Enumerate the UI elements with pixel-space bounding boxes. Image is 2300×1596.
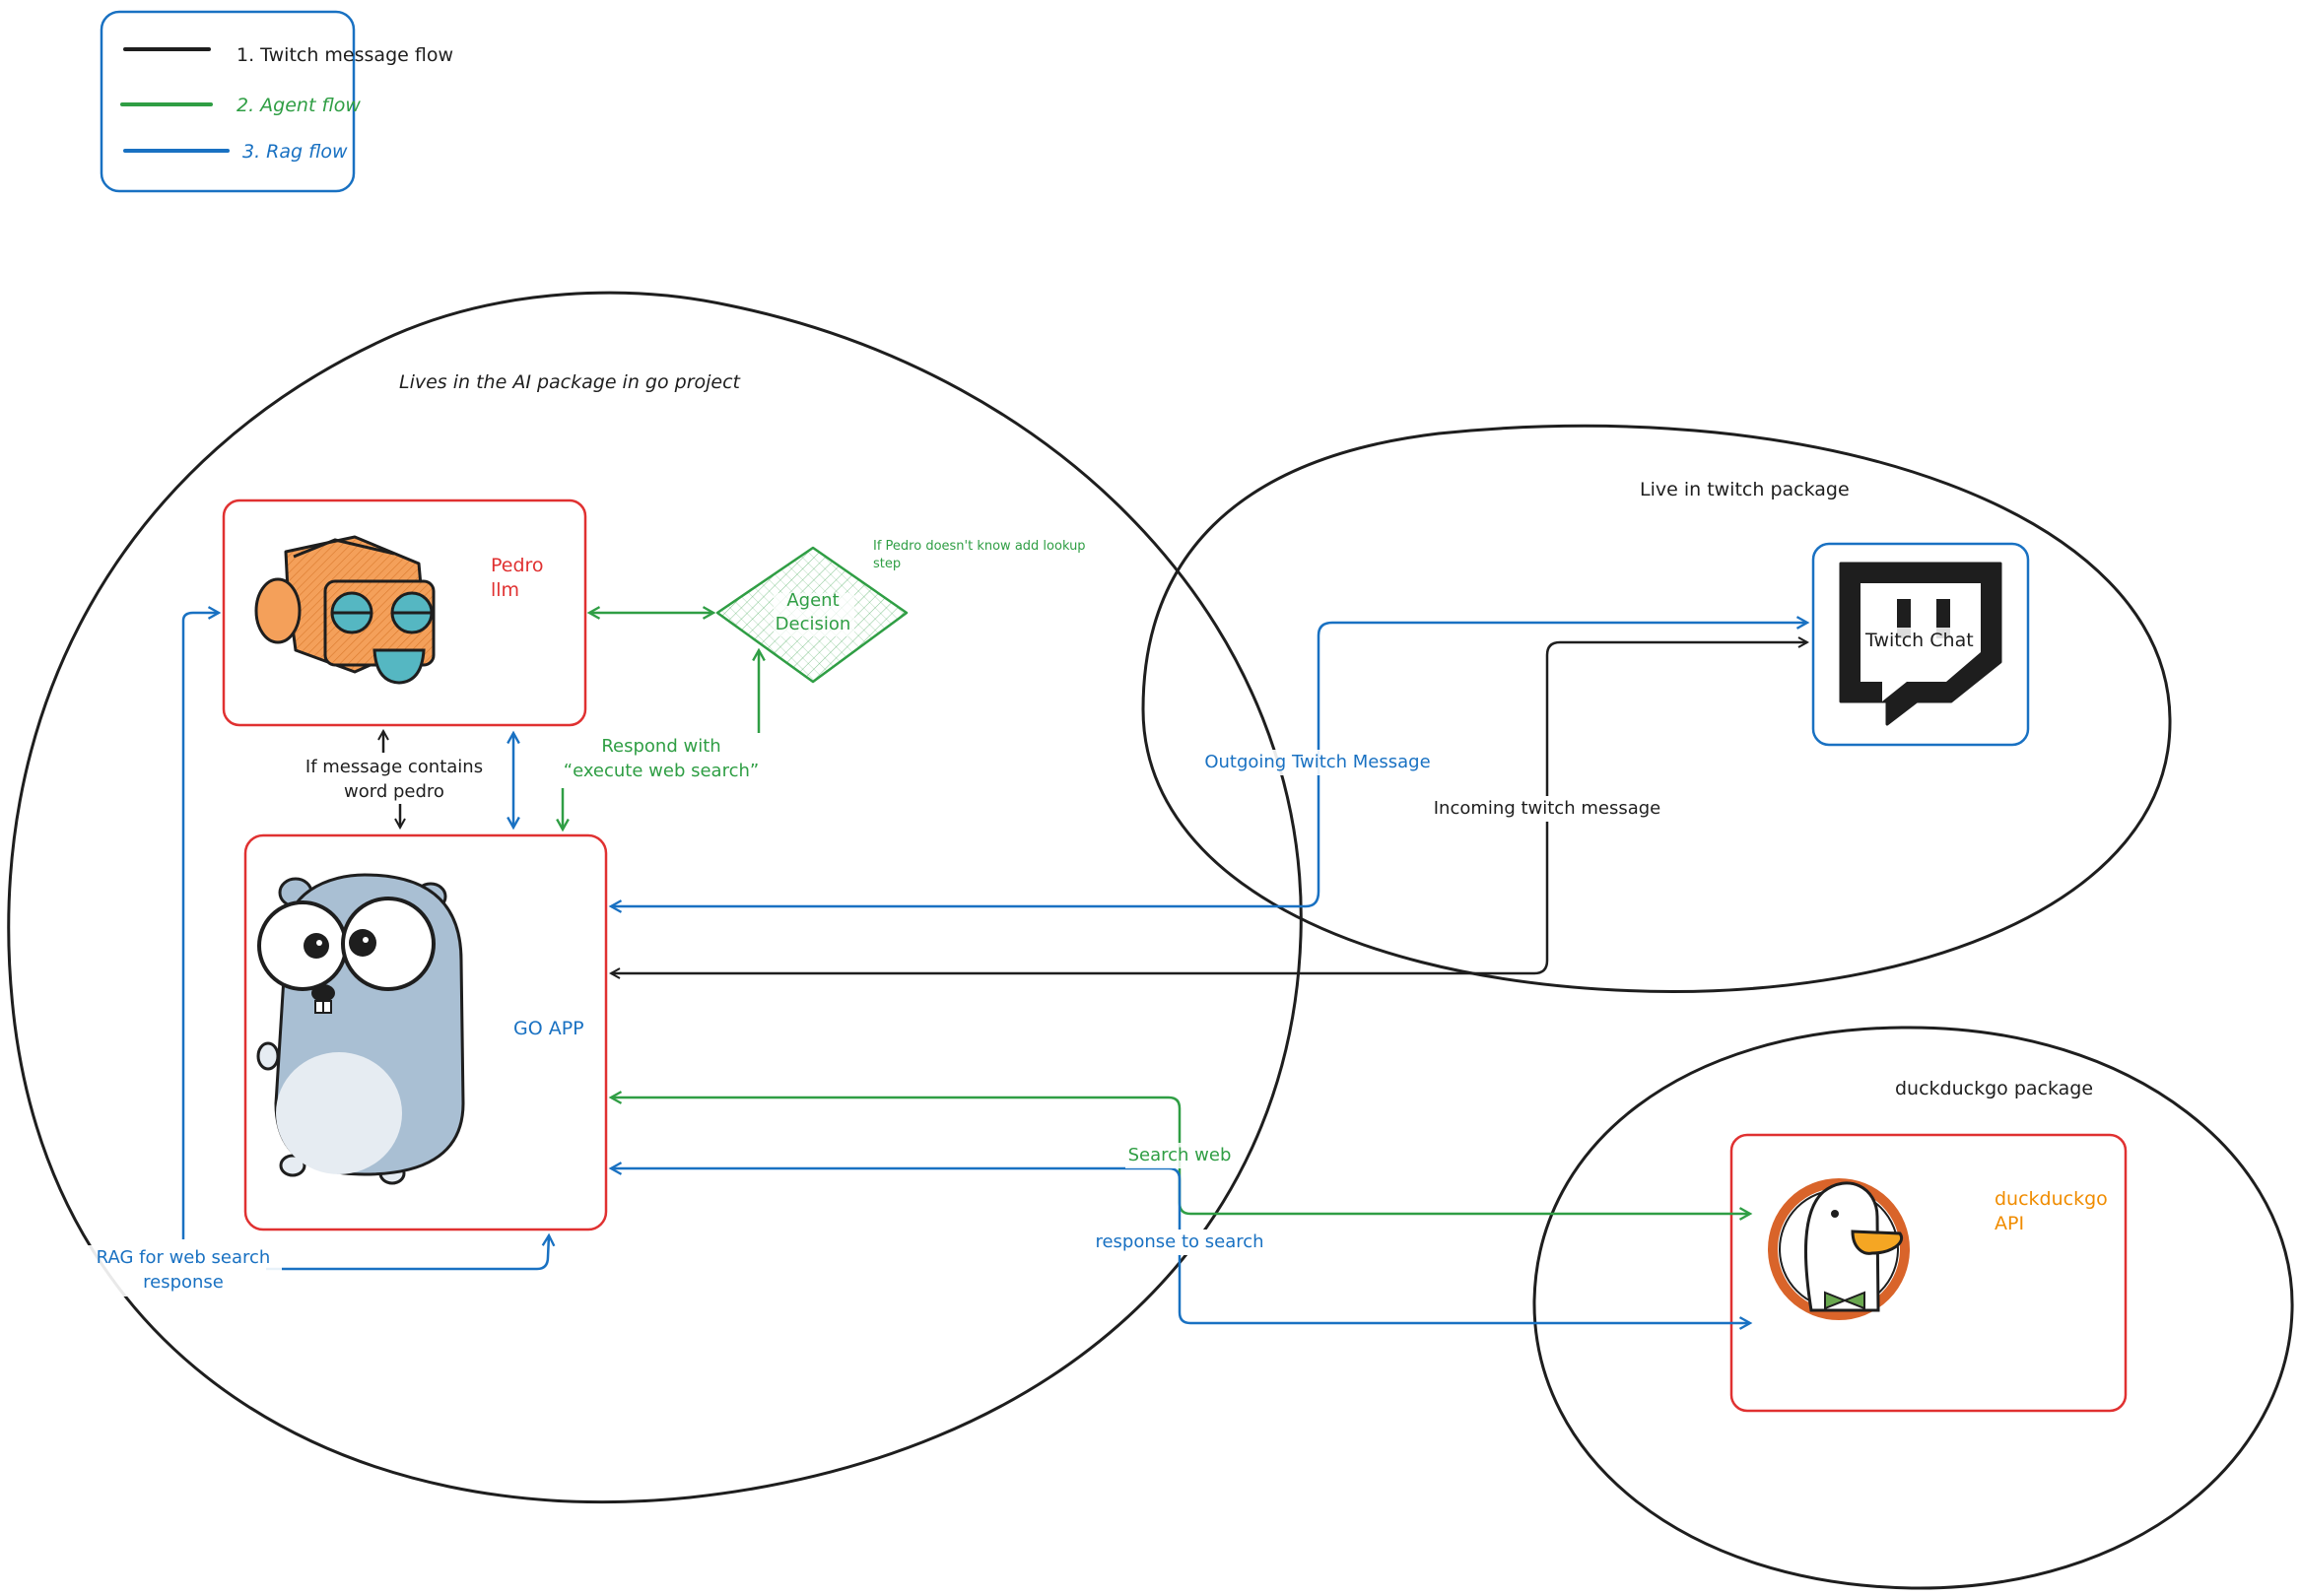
- duckduckgo-label-line2: API: [1995, 1213, 2024, 1234]
- duckduckgo-package-label: duckduckgo package: [1895, 1078, 2093, 1099]
- twitch-package-label: Live in twitch package: [1640, 479, 1850, 500]
- robot-icon: [254, 535, 436, 685]
- pedro-llm-frame: [222, 499, 587, 727]
- legend-frame: [100, 10, 356, 193]
- label-incoming-twitch: Incoming twitch message: [1434, 798, 1660, 819]
- agent-note-line1: If Pedro doesn't know add lookup: [873, 539, 1086, 554]
- label-if-message-line1: If message contains: [305, 757, 483, 777]
- go-app-frame: [243, 833, 608, 1231]
- arrow-rag-to-pedro: [181, 613, 219, 1239]
- label-if-message-line2: word pedro: [344, 781, 444, 802]
- region-duckduckgo-package: duckduckgo package: [1532, 1026, 2294, 1590]
- label-outgoing-twitch: Outgoing Twitch Message: [1204, 752, 1430, 772]
- duckduckgo-package-boundary: [1532, 1026, 2294, 1590]
- twitch-chat-label: Twitch Chat: [1864, 630, 1974, 651]
- duckduckgo-label-line1: duckduckgo: [1995, 1188, 2108, 1210]
- region-ai-package: Lives in the AI package in go project: [7, 291, 1303, 1504]
- label-respond-with-line1: Respond with: [601, 736, 720, 757]
- label-rag-line2: response: [143, 1272, 224, 1293]
- pedro-llm-node: Pedro llm: [222, 499, 587, 727]
- agent-note-line2: step: [873, 557, 901, 571]
- go-app-node: GO APP: [243, 833, 608, 1231]
- agent-decision-label-line1: Agent: [786, 590, 839, 611]
- agent-decision-node: Agent Decision If Pedro doesn't know add…: [715, 539, 1086, 684]
- legend-label-rag: 3. Rag flow: [242, 141, 348, 163]
- ai-package-boundary: [7, 291, 1303, 1504]
- ai-package-label: Lives in the AI package in go project: [399, 371, 742, 393]
- label-respond-with-line2: “execute web search”: [564, 761, 759, 781]
- legend-label-twitch: 1. Twitch message flow: [237, 44, 453, 66]
- go-app-label: GO APP: [513, 1018, 584, 1039]
- label-search-web: Search web: [1128, 1145, 1232, 1165]
- duckduckgo-node: duckduckgo API: [1729, 1133, 2128, 1413]
- pedro-llm-label-line2: llm: [491, 579, 519, 601]
- duckduckgo-logo-icon: [1768, 1178, 1910, 1320]
- twitch-chat-frame: [1811, 542, 2030, 747]
- twitch-chat-node: Twitch Chat: [1811, 542, 2030, 747]
- pedro-llm-label-line1: Pedro: [491, 555, 544, 576]
- label-rag-line1: RAG for web search: [97, 1247, 271, 1268]
- arrow-rag-to-goapp: [266, 1235, 549, 1271]
- label-response-to-search: response to search: [1095, 1231, 1263, 1252]
- gopher-icon: [256, 873, 465, 1185]
- legend-label-agent: 2. Agent flow: [237, 95, 361, 116]
- legend: 1. Twitch message flow 2. Agent flow 3. …: [100, 10, 453, 193]
- agent-decision-label-line2: Decision: [776, 614, 851, 634]
